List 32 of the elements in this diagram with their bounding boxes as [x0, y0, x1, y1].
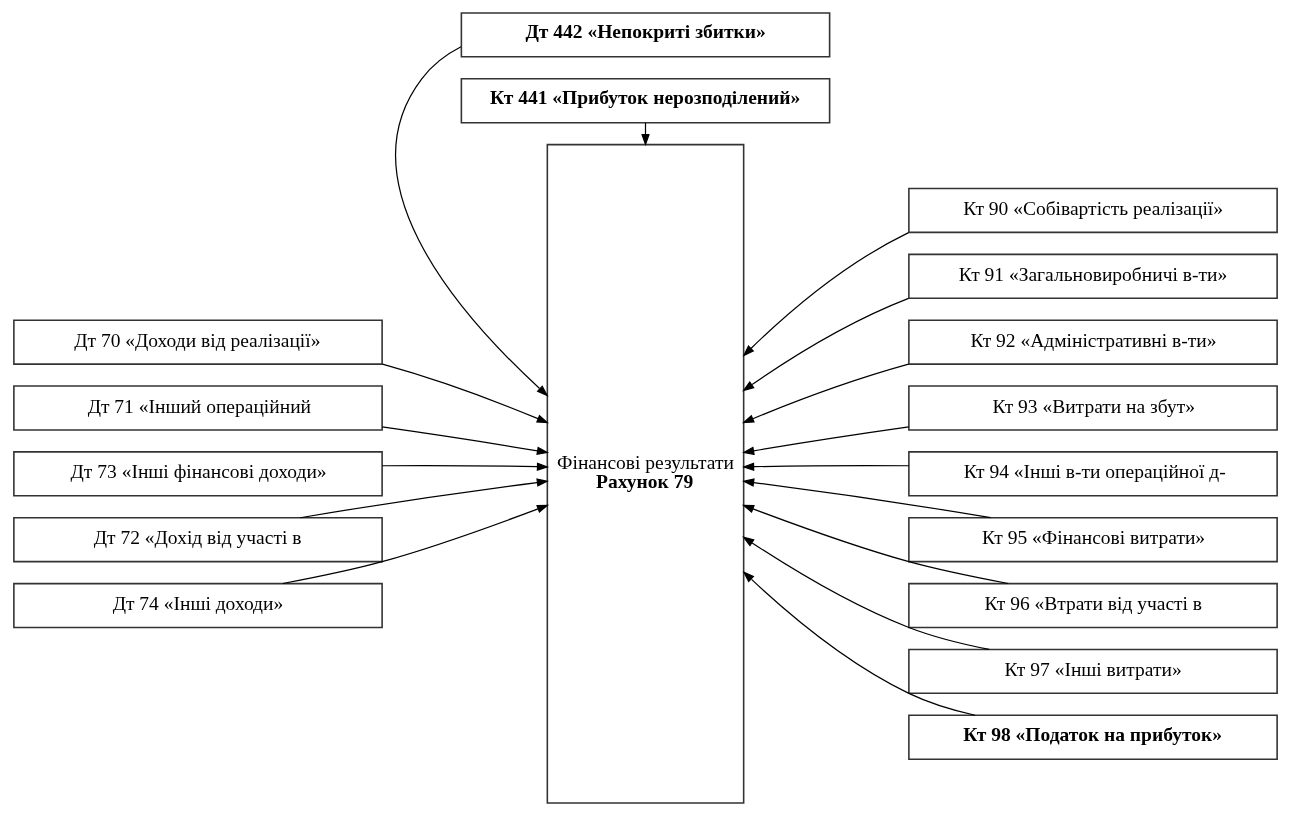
arrow: [742, 536, 990, 651]
arrow: [381, 363, 549, 424]
arrow: [741, 363, 910, 424]
arrow: [742, 426, 910, 455]
node-box: Кт 96 «Втрати від участі в: [908, 582, 1278, 629]
arrow: [741, 504, 1009, 585]
node-box: Кт 97 «Інші витрати»: [908, 648, 1278, 695]
arrow: [742, 297, 910, 392]
arrow: [395, 46, 549, 397]
arrow: [742, 231, 910, 357]
arrow: [742, 462, 910, 471]
arrow: [299, 478, 549, 519]
node-box: Кт 95 «Фінансові витрати»: [908, 516, 1278, 563]
node-box: Дт 72 «Дохід від участі в: [13, 516, 383, 563]
node-box: Дт 71 «Інший операційний: [13, 385, 383, 431]
node-box: Дт 442 «Непокриті збитки»: [460, 12, 831, 58]
node-box: Дт 73 «Інші фінансові доходи»: [13, 451, 383, 497]
arrow: [742, 570, 976, 716]
node-box: Кт 93 «Витрати на збут»: [908, 385, 1278, 431]
node-box: Кт 98 «Податок на прибуток»: [908, 714, 1278, 760]
arrow: [282, 504, 550, 585]
node-box: Кт 441 «Прибуток нерозподілений»: [460, 78, 831, 124]
arrow: [381, 462, 550, 471]
arrow: [742, 478, 992, 519]
node-box: Дт 74 «Інші доходи»: [13, 582, 383, 629]
arrow: [381, 426, 550, 456]
node-box: Кт 94 «Інші в-ти операційної д-: [908, 451, 1278, 497]
node-box: Фінансові результати Рахунок 79: [546, 143, 745, 804]
node-box: Кт 92 «Адміністративні в-ти»: [908, 319, 1278, 365]
node-box: Кт 91 «Загальновиробничі в-ти»: [908, 253, 1278, 300]
node-box: Кт 90 «Собівартість реалізації»: [908, 187, 1278, 234]
node-box: Дт 70 «Доходи від реалізації»: [13, 319, 383, 365]
